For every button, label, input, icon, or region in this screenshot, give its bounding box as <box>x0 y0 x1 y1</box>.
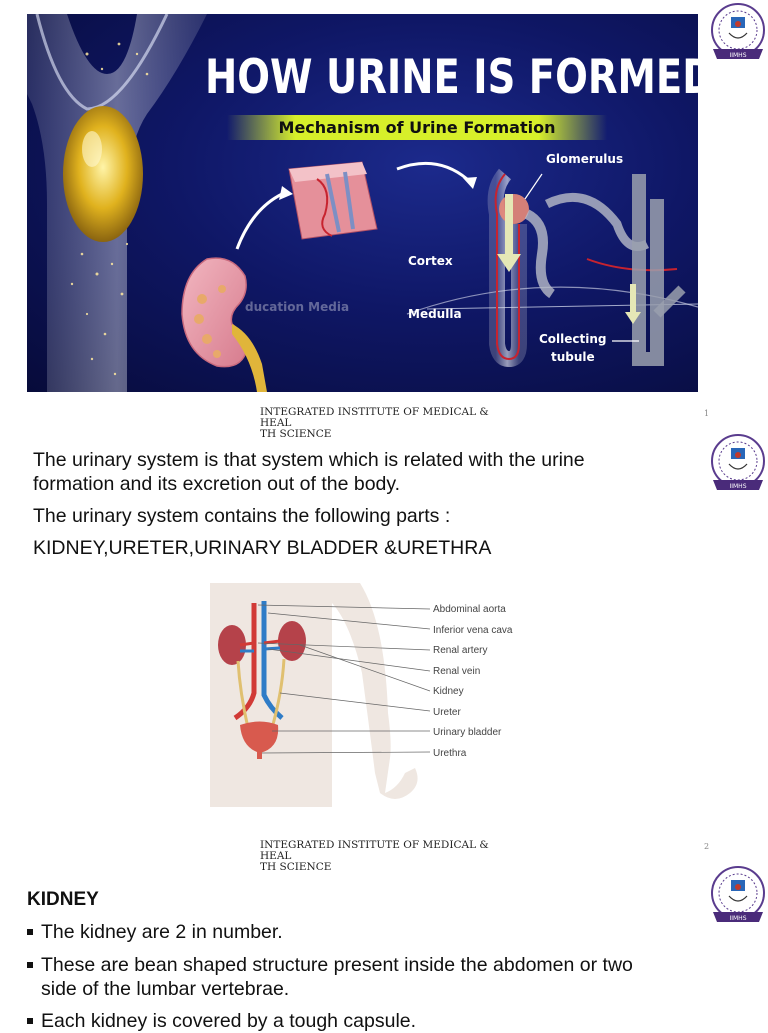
label-medulla: Medulla <box>408 307 462 321</box>
footer-line1: INTEGRATED INSTITUTE OF MEDICAL & HEAL <box>260 839 489 862</box>
bullet-line: Each kidney is covered by a tough capsul… <box>41 1010 417 1032</box>
parts-intro: The urinary system contains the followin… <box>33 505 451 527</box>
urine-drop-icon <box>63 106 143 242</box>
intro-line2: formation and its excretion out of the b… <box>33 473 401 495</box>
bullet-square-icon <box>27 929 33 935</box>
label-glomerulus: Glomerulus <box>546 152 624 166</box>
institute-logo: IIMHS <box>711 434 765 490</box>
page-number-2: 2 <box>704 842 710 851</box>
label-renal-vein: Renal vein <box>433 666 480 677</box>
nephron-icon <box>406 168 698 368</box>
label-collecting: Collecting <box>539 332 607 346</box>
bullet-line: The kidney are 2 in number. <box>41 921 283 943</box>
leader-lines <box>257 604 431 754</box>
logo-text: IIMHS <box>729 52 746 59</box>
label-renal-artery: Renal artery <box>433 645 487 656</box>
label-abdominal-aorta: Abdominal aorta <box>433 604 506 615</box>
banner-subtitle: Mechanism of Urine Formation <box>227 115 607 140</box>
label-urinary-bladder: Urinary bladder <box>433 727 502 738</box>
bullet-line: side of the lumbar vertebrae. <box>41 978 290 1000</box>
footer-line2: TH SCIENCE <box>260 428 332 440</box>
sparkles <box>70 42 149 376</box>
intro-line1: The urinary system is that system which … <box>33 449 585 471</box>
bullet-line: These are bean shaped structure present … <box>41 954 633 976</box>
label-inferior-vena-cava: Inferior vena cava <box>433 625 513 636</box>
label-tubule: tubule <box>551 350 595 364</box>
logo-text: IIMHS <box>729 483 746 490</box>
logo-text: IIMHS <box>729 915 746 922</box>
label-cortex: Cortex <box>408 254 453 268</box>
footer-line1: INTEGRATED INSTITUTE OF MEDICAL & HEAL <box>260 406 489 429</box>
bullet-square-icon <box>27 962 33 968</box>
footer-slide2: INTEGRATED INSTITUTE OF MEDICAL & HEAL T… <box>260 840 520 873</box>
parts-list: KIDNEY,URETER,URINARY BLADDER &URETHRA <box>33 537 492 559</box>
kidney-heading: KIDNEY <box>27 889 99 910</box>
banner-title: HOW URINE IS FORMED? <box>205 50 698 105</box>
label-urethra: Urethra <box>433 748 467 759</box>
institute-logo: IIMHS <box>711 866 765 922</box>
urine-formation-banner: HOW URINE IS FORMED? Mechanism of Urine … <box>27 14 698 392</box>
urinary-system-diagram: Abdominal aorta Inferior vena cava Renal… <box>210 583 513 807</box>
kidney-icon <box>181 257 267 392</box>
label-ureter: Ureter <box>433 707 461 718</box>
label-kidney: Kidney <box>433 686 464 697</box>
footer-slide1: INTEGRATED INSTITUTE OF MEDICAL & HEAL T… <box>260 407 520 440</box>
footer-line2: TH SCIENCE <box>260 861 332 873</box>
renal-tissue-icon <box>288 161 378 240</box>
banner-watermark: ducation Media <box>245 300 350 314</box>
institute-logo: IIMHS <box>711 3 765 59</box>
bullet-square-icon <box>27 1018 33 1024</box>
banner-illustration <box>27 14 698 392</box>
page-number-1: 1 <box>704 409 710 418</box>
intro-paragraph: The urinary system is that system which … <box>33 448 585 496</box>
